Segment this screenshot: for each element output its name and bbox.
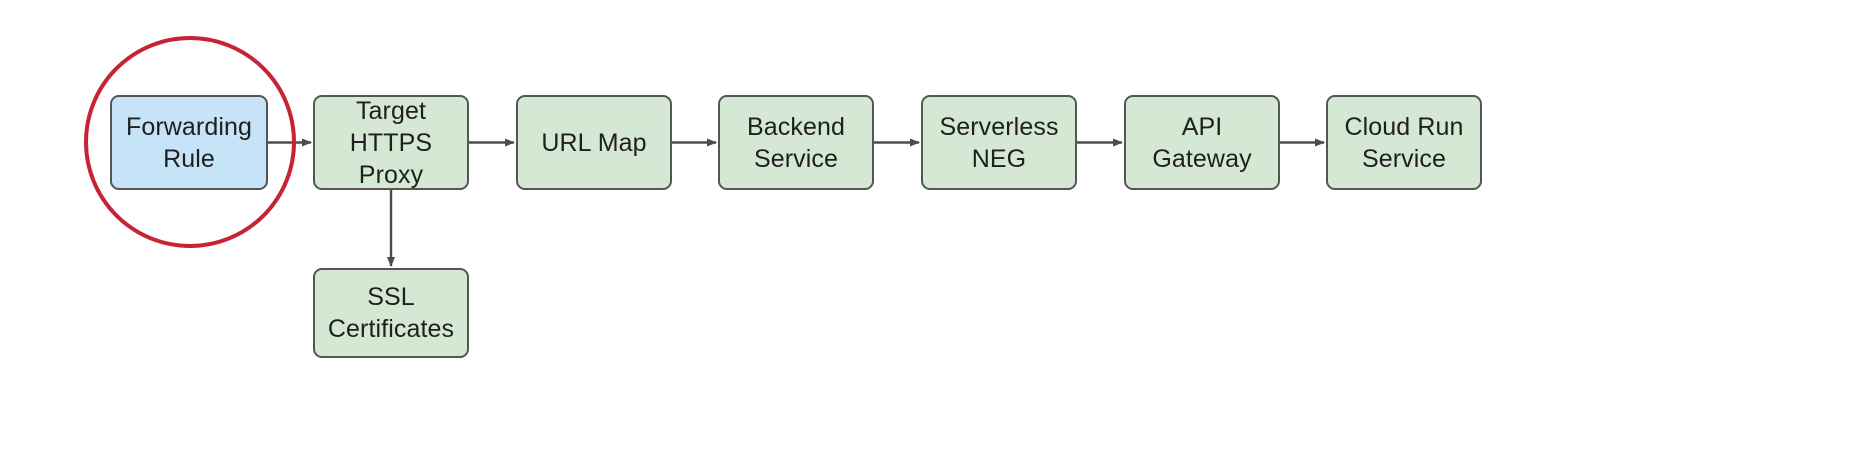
- highlight-circle-forwarding-rule: [84, 36, 296, 248]
- node-url-map[interactable]: URL Map: [516, 95, 672, 190]
- node-ssl-certificates[interactable]: SSL Certificates: [313, 268, 469, 358]
- node-serverless-neg[interactable]: Serverless NEG: [921, 95, 1077, 190]
- node-backend-service[interactable]: Backend Service: [718, 95, 874, 190]
- node-api-gateway[interactable]: API Gateway: [1124, 95, 1280, 190]
- node-target-https-proxy[interactable]: Target HTTPS Proxy: [313, 95, 469, 190]
- node-cloud-run-service[interactable]: Cloud Run Service: [1326, 95, 1482, 190]
